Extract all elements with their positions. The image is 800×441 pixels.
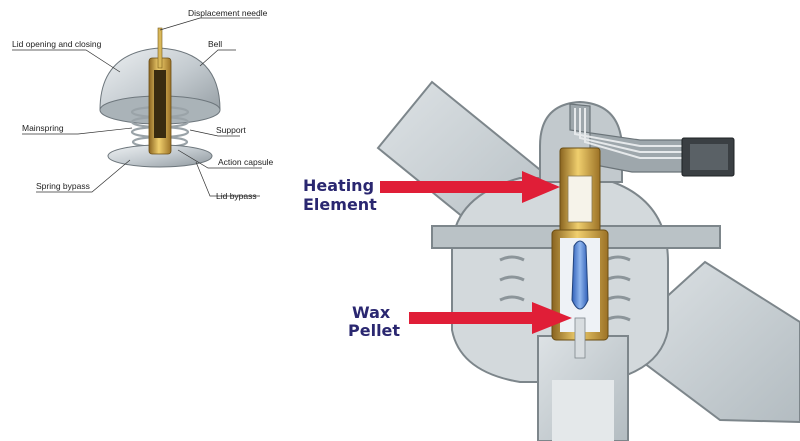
- small-thermostat-drawing: [99, 27, 221, 168]
- small-leader-lines: [12, 17, 262, 197]
- label-bell: Bell: [208, 39, 222, 49]
- piston-stem: [574, 317, 586, 359]
- large-thermostat-drawing: [376, 80, 800, 441]
- callout-heating-line1: Heating: [303, 176, 374, 195]
- needle: [157, 27, 163, 69]
- wax-arrow: [409, 302, 572, 334]
- heating-element-core: [567, 175, 593, 223]
- label-displacement-needle: Displacement needle: [188, 8, 268, 18]
- connector-body: [690, 144, 728, 170]
- label-lid-bypass: Lid bypass: [216, 191, 257, 201]
- bottom-tube-inner: [552, 380, 614, 441]
- label-action-capsule: Action capsule: [218, 157, 274, 167]
- capsule-core: [154, 70, 166, 138]
- label-lid-opening: Lid opening and closing: [12, 39, 102, 49]
- label-spring-bypass: Spring bypass: [36, 181, 90, 191]
- label-mainspring: Mainspring: [22, 123, 64, 133]
- wax-pellet-shape: [571, 240, 589, 310]
- callout-heating-line2: Element: [303, 195, 377, 214]
- wire-bundle: [574, 108, 690, 159]
- heating-arrow: [380, 171, 560, 203]
- callout-wax-line1: Wax: [352, 303, 391, 322]
- label-support: Support: [216, 125, 246, 135]
- callout-wax-line2: Pellet: [348, 321, 400, 340]
